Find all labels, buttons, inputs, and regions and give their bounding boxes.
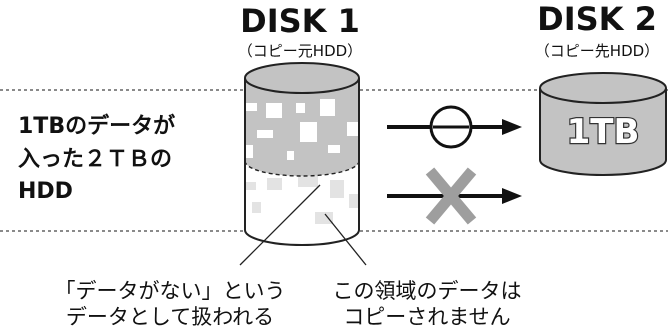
left-label-line3: HDD: [18, 179, 73, 204]
callout-line-left: [239, 184, 321, 266]
disk2-outline: [539, 88, 667, 176]
disk1-title: DISK 1: [240, 2, 360, 40]
left-label-line1: 1TBのデータが: [18, 113, 175, 139]
disk2-body: [540, 88, 666, 175]
note-left-line1: 「データがない」という: [55, 279, 286, 303]
note-right-line1: この領域のデータは: [333, 279, 522, 303]
note-right-line2: コピーされません: [343, 305, 510, 329]
note-left-line2: データとして扱われる: [66, 305, 274, 329]
left-label-line2: 入った２ＴＢの: [18, 147, 172, 172]
disk2-top-face: [539, 72, 667, 104]
circle-minus-icon: [429, 105, 473, 149]
disk2-capacity-label: 1TB: [567, 112, 640, 152]
cross-icon: [425, 167, 477, 225]
disk1-outline: [244, 78, 360, 246]
arrow-copy-denied: [387, 167, 522, 225]
arrow-copy-allowed: [387, 105, 522, 149]
disk2-subtitle: （コピー先HDD）: [535, 42, 659, 60]
disk1-divider: [244, 160, 360, 177]
disk2-cylinder: 1TB: [539, 72, 667, 176]
disk1-subtitle: （コピー元HDD）: [238, 42, 362, 60]
callout-line-right: [324, 213, 367, 266]
disk1-top-face: [244, 62, 360, 94]
disk1-data-pattern: [245, 99, 359, 160]
disk1-cylinder: [244, 62, 360, 246]
disk2-title: DISK 2: [537, 0, 657, 38]
